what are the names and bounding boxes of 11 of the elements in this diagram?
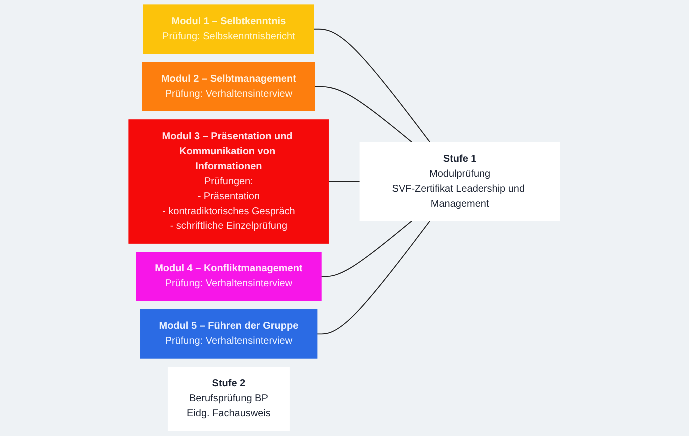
node-box: Modul 1 – Selbtkenntnis Prüfung: Selbskenntnisbericht [144, 4, 314, 54]
connector [316, 220, 431, 335]
connector [321, 220, 413, 278]
node-box: Modul 5 – Führen der Gruppe Prüfung: Verhaltensinterview [140, 310, 318, 359]
node-box: Modul 2 – Selbtmanagement Prüfung: Verhaltensinterview [142, 62, 316, 112]
node-box: Modul 4 – Konfliktmanagement Prüfung: Verhaltensinterview [136, 252, 322, 302]
connector [314, 86, 413, 143]
connector [328, 181, 361, 182]
connector [314, 28, 431, 143]
node-box: Modul 3 – Präsentation und Kommunikation von Informationen Prüfungen: - Präsentation - kontradiktorisches Gespräch - schriftliche Einzelprüfung [128, 120, 330, 244]
node-box: Stufe 1 Modulprüfung SVF-Zertifikat Leadership und Management [360, 142, 560, 222]
